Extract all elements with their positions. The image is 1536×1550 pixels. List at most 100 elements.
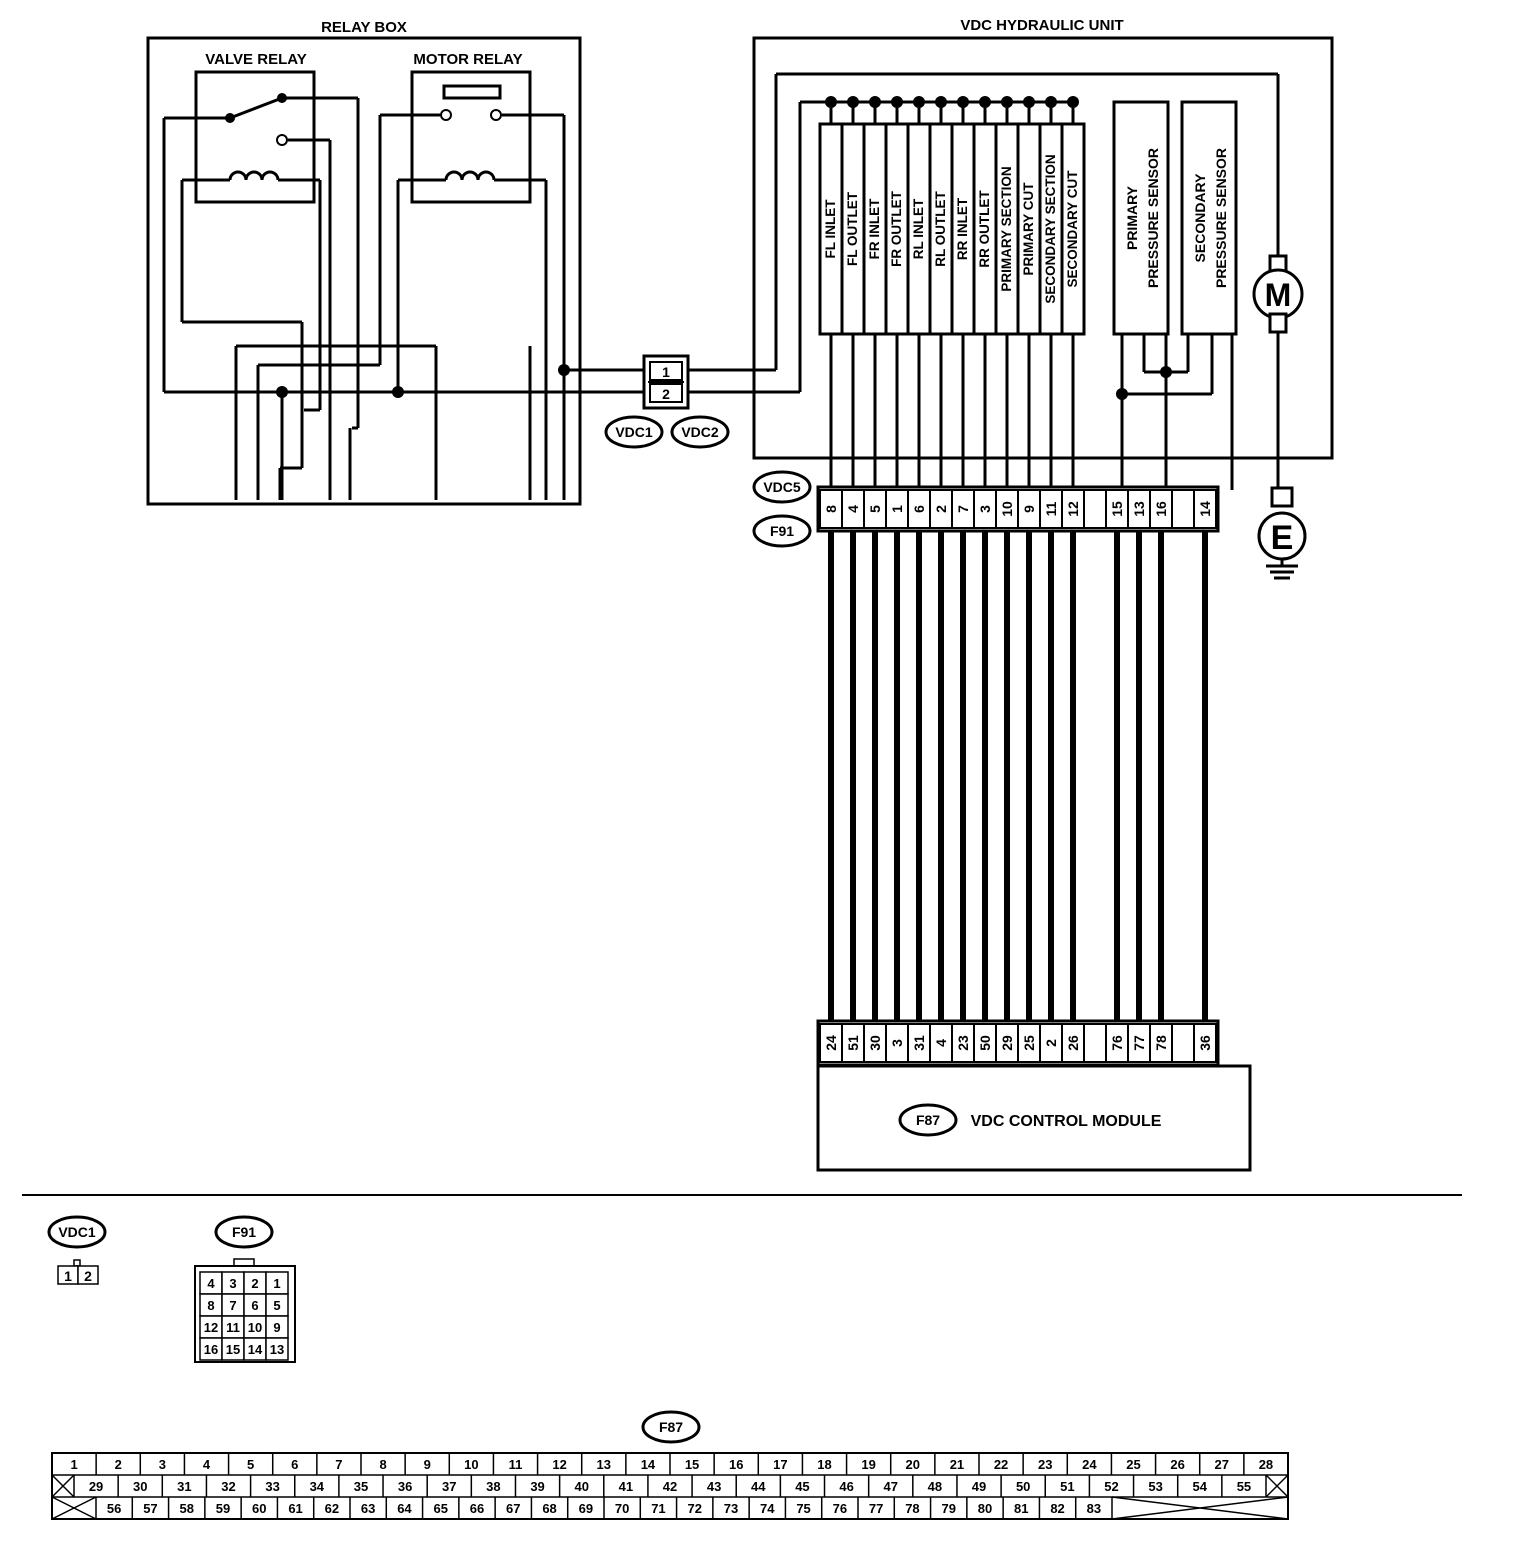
blank-cell-mark xyxy=(51,1474,75,1498)
connector-pin: 3 xyxy=(159,1457,166,1472)
hydraulic-feed-wires xyxy=(688,72,1280,394)
connector-pin: 58 xyxy=(179,1501,193,1516)
connector-pin: 30 xyxy=(867,1035,883,1051)
connector-pin: 74 xyxy=(760,1501,775,1516)
primary-sensor-label: PRESSURE SENSOR xyxy=(1145,148,1161,288)
connector-pin: 75 xyxy=(796,1501,810,1516)
connector-pin: 78 xyxy=(1153,1035,1169,1051)
motor-relay-contact-left xyxy=(440,109,452,121)
connector-pin: 29 xyxy=(999,1035,1015,1051)
connector-pin: 27 xyxy=(1215,1457,1229,1472)
connector-pin: 5 xyxy=(273,1298,280,1313)
connector-pin: 48 xyxy=(928,1479,942,1494)
connector-pin: 14 xyxy=(641,1457,656,1472)
motor-symbol: M xyxy=(1265,277,1292,313)
connector-pin: 64 xyxy=(397,1501,412,1516)
connector-pin: 7 xyxy=(229,1298,236,1313)
connector-pin: 47 xyxy=(884,1479,898,1494)
vdc-control-module xyxy=(816,1064,1252,1172)
vdc1-face-view: 1 2 xyxy=(57,1259,99,1285)
connector-pin: 13 xyxy=(270,1342,284,1357)
vdc2-badge: VDC2 xyxy=(670,415,730,449)
vdc1-face-badge: VDC1 xyxy=(47,1215,107,1249)
connector-pin: 3 xyxy=(889,1039,905,1047)
connector-pin: 24 xyxy=(1082,1457,1097,1472)
connector-pin: 72 xyxy=(687,1501,701,1516)
connector-pin: 11 xyxy=(226,1320,240,1335)
connector-pin: 16 xyxy=(1153,501,1169,517)
connector-pin: 11 xyxy=(509,1457,523,1472)
connector-pin: 40 xyxy=(574,1479,588,1494)
connector-pin: 35 xyxy=(354,1479,368,1494)
connector-pin: 1 xyxy=(273,1276,280,1291)
connector-pin: 42 xyxy=(663,1479,677,1494)
connector-pin: 62 xyxy=(325,1501,339,1516)
connector-pin: 52 xyxy=(1104,1479,1118,1494)
connector-pin: 15 xyxy=(1109,501,1125,517)
connector-pin: 14 xyxy=(1197,501,1213,517)
connector-pin: 53 xyxy=(1148,1479,1162,1494)
valve-relay-pivot xyxy=(225,113,235,123)
motor-relay-wires xyxy=(164,113,660,500)
svg-text:VDC1: VDC1 xyxy=(615,424,653,440)
relay-junction xyxy=(558,364,570,376)
connector-pin: 1 xyxy=(70,1457,77,1472)
connector-pin: 36 xyxy=(398,1479,412,1494)
connector-pin: 8 xyxy=(379,1457,386,1472)
connector-pin: 60 xyxy=(252,1501,266,1516)
connector-pin: 12 xyxy=(1065,501,1081,517)
connector-cell xyxy=(1171,489,1195,529)
sensor-junction xyxy=(1160,366,1172,378)
connector-pin: 61 xyxy=(288,1501,302,1516)
connector-pin: 30 xyxy=(133,1479,147,1494)
connector-pin: 2 xyxy=(662,386,670,402)
connector-pin: 83 xyxy=(1087,1501,1101,1516)
connector-cell xyxy=(1083,489,1107,529)
connector-pin: 78 xyxy=(905,1501,919,1516)
connector-pin: 16 xyxy=(204,1342,218,1357)
connector-pin: 25 xyxy=(1126,1457,1140,1472)
connector-pin: 76 xyxy=(1109,1035,1125,1051)
connector-pin: 59 xyxy=(216,1501,230,1516)
connector-pin: 17 xyxy=(773,1457,787,1472)
svg-text:F87: F87 xyxy=(916,1112,940,1128)
connector-pin: 51 xyxy=(845,1035,861,1051)
connector-pin: 13 xyxy=(1131,501,1147,517)
secondary-sensor-label: SECONDARY xyxy=(1192,173,1208,263)
connector-cell xyxy=(1193,1023,1217,1063)
connector-pin: 10 xyxy=(464,1457,478,1472)
connector-pin: 56 xyxy=(107,1501,121,1516)
connector-pin: 9 xyxy=(1021,505,1037,513)
valve-label: FL OUTLET xyxy=(845,191,860,266)
secondary-pressure-sensor xyxy=(1180,100,1238,336)
secondary-sensor-label: PRESSURE SENSOR xyxy=(1213,148,1229,288)
connector-pin: 13 xyxy=(597,1457,611,1472)
vdc1-badge: VDC1 xyxy=(604,415,664,449)
connector-pin: 31 xyxy=(177,1479,191,1494)
connector-pin: 69 xyxy=(579,1501,593,1516)
valve-label: PRIMARY CUT xyxy=(1021,182,1036,276)
valve-label: RR OUTLET xyxy=(977,190,992,268)
connector-pin: 4 xyxy=(207,1276,215,1291)
connector-pin: 8 xyxy=(823,505,839,513)
connector-pin: 21 xyxy=(950,1457,964,1472)
svg-text:VDC1: VDC1 xyxy=(58,1224,96,1240)
connector-pin: 44 xyxy=(751,1479,766,1494)
connector-pin: 66 xyxy=(470,1501,484,1516)
valve-relay-no-contact xyxy=(276,134,288,146)
connector-pin: 19 xyxy=(861,1457,875,1472)
connector-pin: 15 xyxy=(685,1457,699,1472)
connector-pin: 2 xyxy=(933,505,949,513)
valve-label: FR INLET xyxy=(867,198,882,259)
connector-pin: 57 xyxy=(143,1501,157,1516)
blank-cell-mark xyxy=(1111,1496,1289,1520)
connector-pin: 76 xyxy=(833,1501,847,1516)
connector-pin: 4 xyxy=(845,505,861,513)
control-module-label: VDC CONTROL MODULE xyxy=(971,1113,1162,1130)
valve-relay-contacts xyxy=(162,96,360,500)
connector-pin: 2 xyxy=(84,1268,92,1284)
connector-pin: 7 xyxy=(335,1457,342,1472)
f87-face-badge: F87 xyxy=(641,1410,701,1444)
